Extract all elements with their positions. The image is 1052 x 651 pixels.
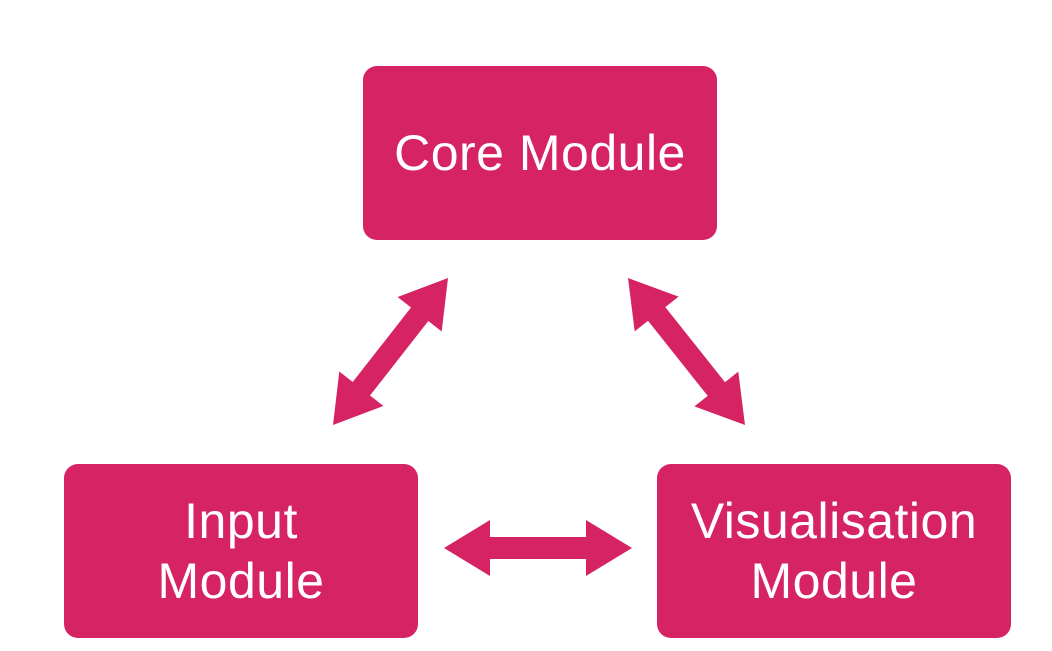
visualisation-module-label-line2: Module (750, 553, 918, 609)
input-module-node: Input Module (64, 464, 418, 638)
double-arrow-input-vis (444, 520, 632, 576)
visualisation-module-label-line1: Visualisation (690, 493, 978, 549)
input-module-label-line1: Input (184, 493, 298, 549)
double-arrow-core-input (333, 278, 448, 425)
visualisation-module-node: Visualisation Module (657, 464, 1011, 638)
input-module-label-line2: Module (157, 553, 325, 609)
core-module-label: Core Module (394, 125, 686, 181)
core-module-node: Core Module (363, 66, 717, 240)
double-arrow-core-vis (628, 278, 745, 425)
